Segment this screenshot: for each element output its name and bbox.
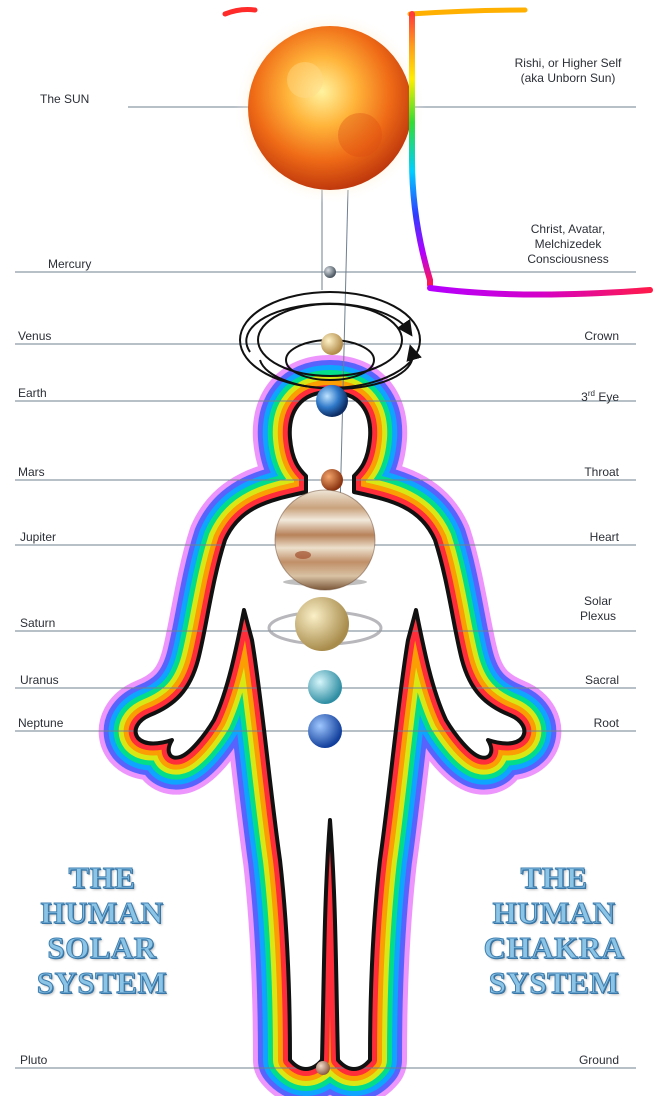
label-root: Root	[594, 716, 619, 731]
mercury-icon	[324, 266, 336, 278]
title-line: THE	[22, 860, 182, 895]
title-human-chakra-system: THE HUMAN CHAKRA SYSTEM	[468, 860, 640, 1000]
title-human-solar-system: THE HUMAN SOLAR SYSTEM	[22, 860, 182, 1000]
label-jupiter: Jupiter	[20, 530, 56, 545]
label-uranus: Uranus	[20, 673, 59, 688]
title-line: CHAKRA	[468, 930, 640, 965]
title-line: SYSTEM	[22, 965, 182, 1000]
label-mercury: Mercury	[48, 257, 91, 272]
label-neptune: Neptune	[18, 716, 63, 731]
label-heart: Heart	[590, 530, 619, 545]
label-throat: Throat	[584, 465, 619, 480]
label-mars: Mars	[18, 465, 45, 480]
neptune-icon	[308, 714, 342, 748]
label-christ-consciousness: Christ, Avatar, Melchizedek Consciousnes…	[510, 222, 626, 267]
label-solar-plexus: Solar Plexus	[568, 594, 628, 624]
label-ground: Ground	[579, 1053, 619, 1068]
label-crown: Crown	[584, 329, 619, 344]
uranus-icon	[308, 670, 342, 704]
label-earth: Earth	[18, 386, 47, 401]
mars-icon	[321, 469, 343, 491]
jupiter-icon	[275, 490, 375, 590]
label-sacral: Sacral	[585, 673, 619, 688]
title-line: HUMAN	[468, 895, 640, 930]
label-sun: The SUN	[40, 92, 89, 107]
title-line: SOLAR	[22, 930, 182, 965]
label-venus: Venus	[18, 329, 51, 344]
label-higher-self: Rishi, or Higher Self (aka Unborn Sun)	[505, 56, 631, 86]
label-saturn: Saturn	[20, 616, 55, 631]
earth-icon	[316, 385, 348, 417]
venus-icon	[321, 333, 343, 355]
pluto-icon	[316, 1061, 330, 1075]
title-line: HUMAN	[22, 895, 182, 930]
title-line: THE	[468, 860, 640, 895]
title-line: SYSTEM	[468, 965, 640, 1000]
label-pluto: Pluto	[20, 1053, 47, 1068]
sun-icon	[234, 12, 426, 204]
label-third-eye: 3rd Eye	[581, 386, 619, 405]
